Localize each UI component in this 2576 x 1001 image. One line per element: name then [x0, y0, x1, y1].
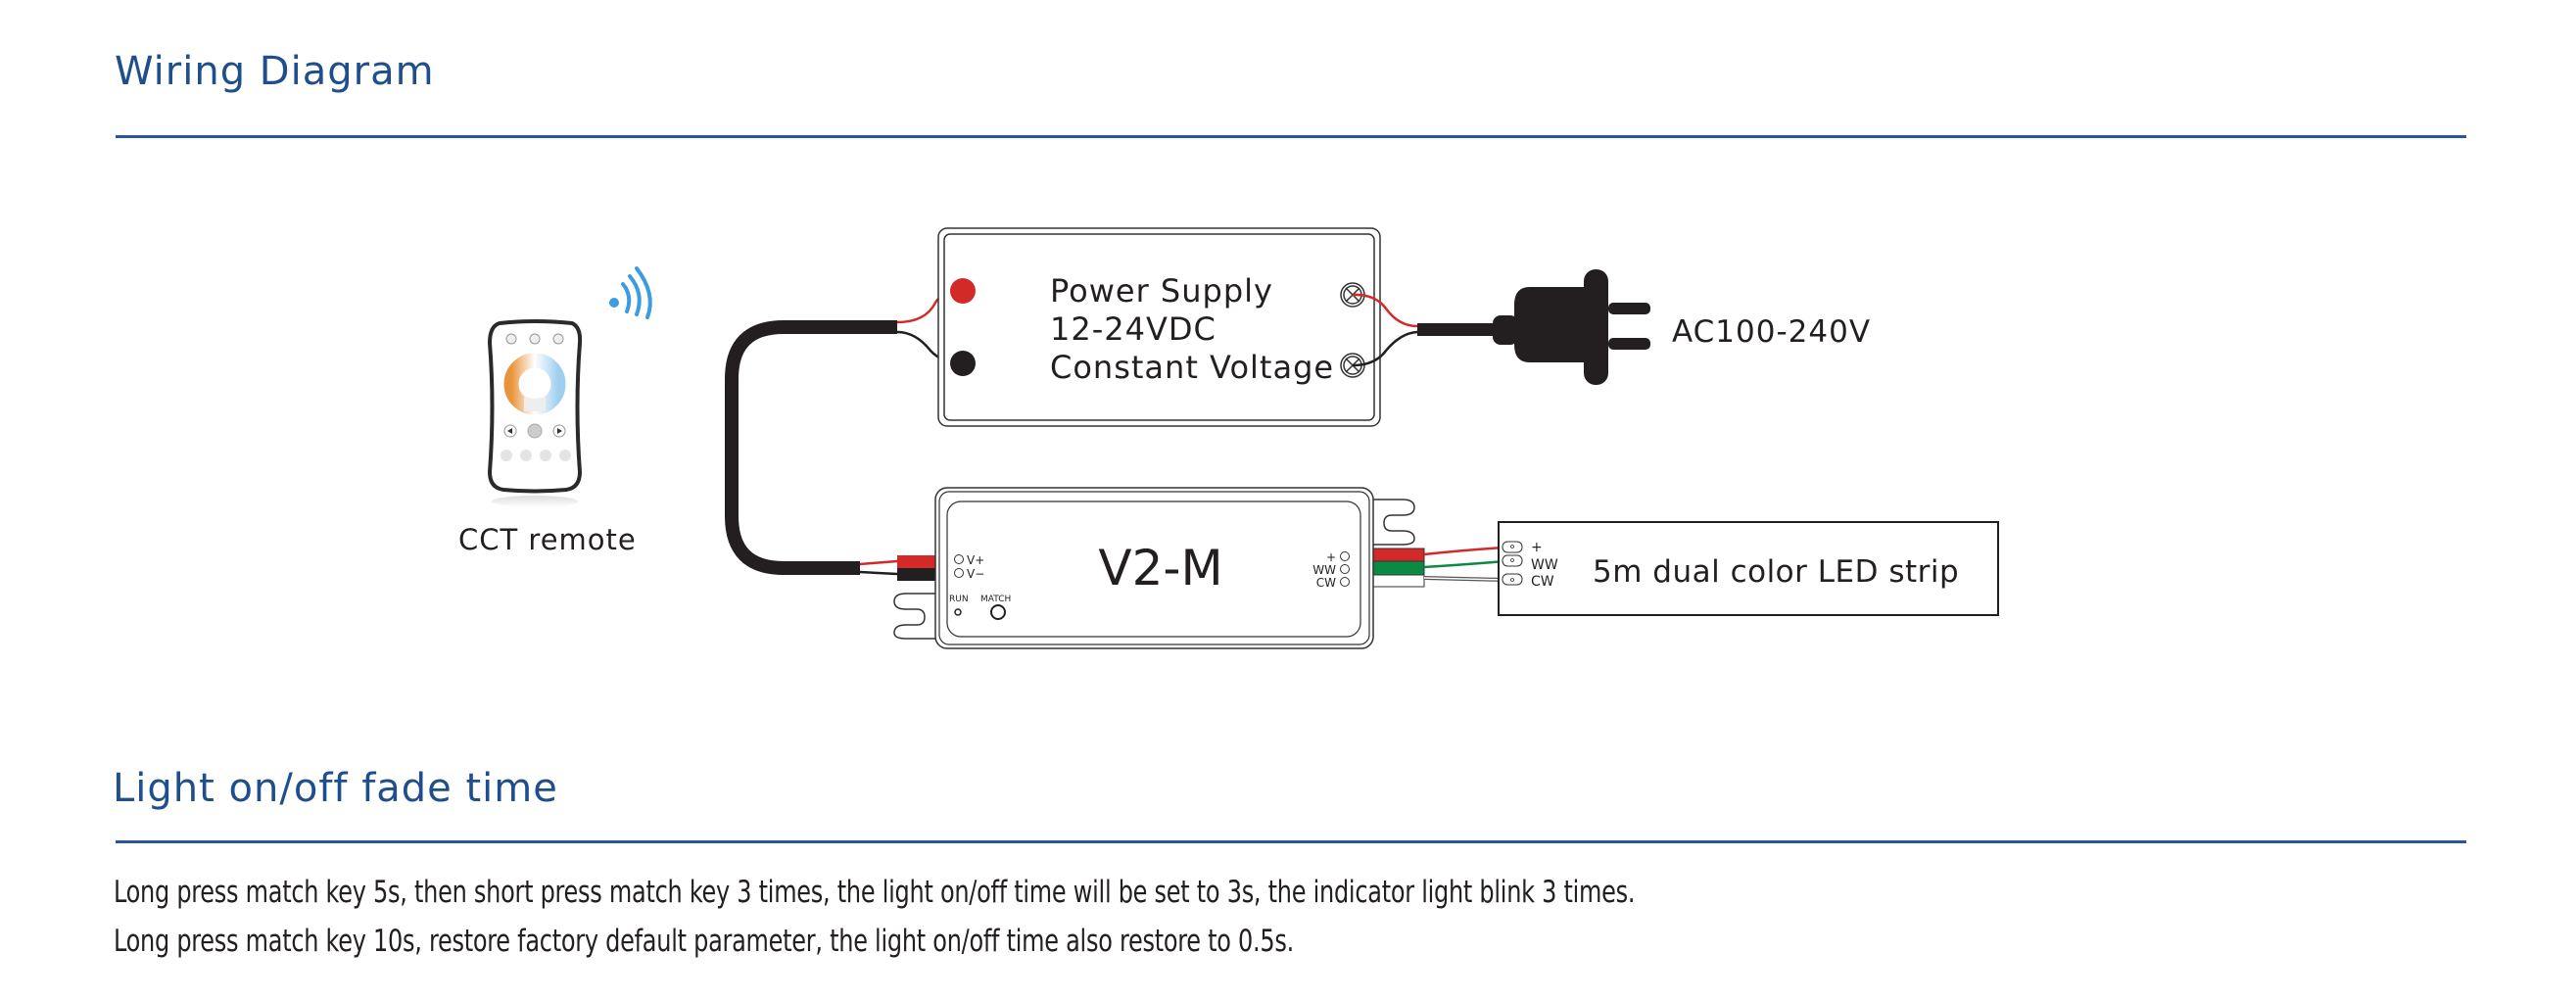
output-label-plus: + [1326, 550, 1336, 564]
output-pad-red [1371, 548, 1425, 562]
run-indicator [954, 608, 962, 616]
match-button [990, 604, 1006, 620]
led-strip: + WW CW 5m dual color LED strip [1498, 521, 1999, 616]
psu-positive-terminal [950, 278, 976, 304]
wire-black-ac [1352, 330, 1418, 367]
wire-red-ac [1352, 293, 1418, 328]
match-label: MATCH [980, 595, 1011, 604]
output-label-cw: CW [1316, 576, 1336, 590]
controller-model: V2-M [1098, 540, 1222, 596]
strip-terminal-plus: + [1531, 540, 1543, 555]
led-strip-label: 5m dual color LED strip [1593, 554, 1959, 590]
power-supply: Power Supply 12-24VDC Constant Voltage [937, 227, 1381, 427]
remote-control-icon [487, 319, 583, 507]
run-label: RUN [949, 595, 969, 604]
controller-v2-m: V2-M V+ V− RUN MATCH + WW CW [893, 487, 1425, 649]
psu-line-1: Power Supply [1050, 272, 1273, 310]
input-pad-black [897, 568, 936, 581]
section-divider [116, 840, 2466, 843]
wire-black-ctrl [859, 570, 898, 576]
wireless-signal-icon [609, 266, 652, 319]
ac-input-label: AC100-240V [1672, 314, 1871, 350]
psu-negative-terminal [950, 351, 976, 376]
output-label-ww: WW [1312, 563, 1336, 577]
wire-red-ctrl [859, 559, 898, 566]
section-title-fade-time: Light on/off fade time [113, 766, 558, 811]
cct-remote: CCT remote [458, 266, 652, 556]
strip-terminal-cw: CW [1531, 574, 1554, 590]
output-pad-white [1371, 574, 1425, 588]
input-label-vminus: V− [967, 567, 984, 581]
wire-green-strip [1423, 559, 1506, 569]
remote-label: CCT remote [458, 523, 637, 556]
input-pad-red [897, 555, 936, 568]
psu-line-3: Constant Voltage [1050, 349, 1334, 386]
psu-line-2: 12-24VDC [1050, 310, 1216, 348]
factory-reset-instruction: Long press match key 10s, restore factor… [114, 924, 1295, 959]
dc-cable [725, 320, 897, 575]
input-label-vplus: V+ [967, 553, 984, 567]
fade-time-instruction: Long press match key 5s, then short pres… [114, 875, 1636, 910]
section-divider [116, 135, 2466, 138]
output-pad-green [1371, 560, 1425, 576]
strip-terminal-ww: WW [1531, 557, 1558, 573]
wire-red-strip [1423, 546, 1506, 556]
section-title-wiring-diagram: Wiring Diagram [115, 49, 435, 94]
power-plug-icon [1417, 269, 1650, 385]
